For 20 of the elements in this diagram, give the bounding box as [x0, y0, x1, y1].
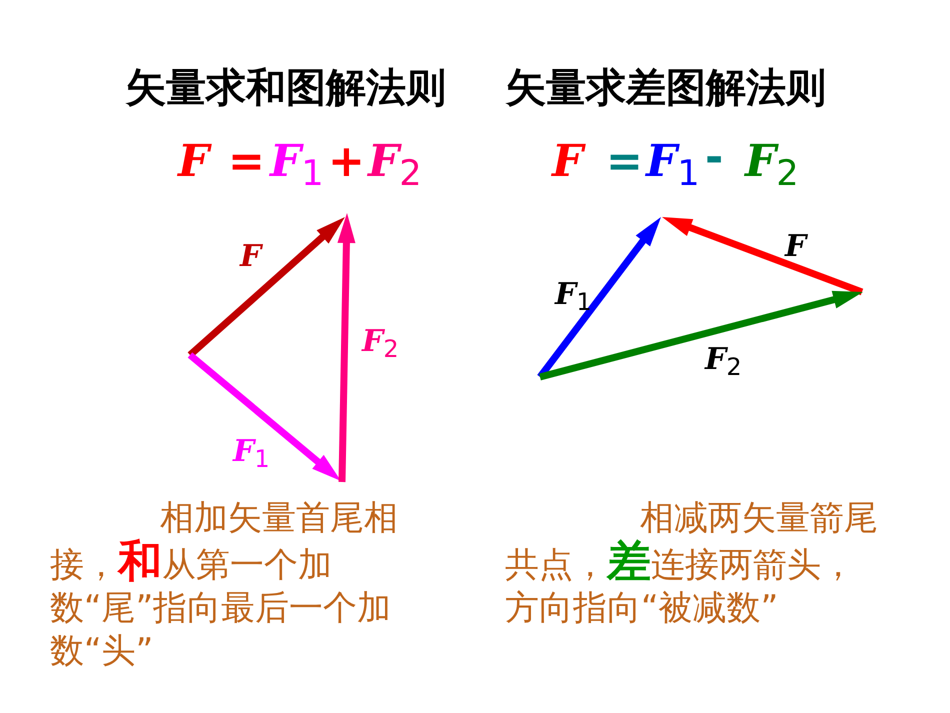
- vector-label: F: [785, 230, 806, 263]
- formula-symbol: F: [552, 138, 584, 186]
- section-heading: 矢量求差图解法则: [506, 66, 826, 110]
- vector-label: F$_{2}$: [362, 325, 399, 358]
- formula-operator: =: [606, 138, 643, 186]
- vector-label: F$_{1}$: [555, 278, 592, 311]
- formula-symbol: F$_{2}$: [745, 138, 799, 186]
- formula-operator: =: [228, 138, 265, 186]
- explanation-text: 相加矢量首尾相接，和从第一个加数“尾”指向最后一个加数“头”: [50, 497, 399, 673]
- vector-label: F: [240, 240, 262, 273]
- section-heading: 矢量求和图解法则: [126, 66, 446, 110]
- formula-symbol: F$_{1}$: [270, 138, 324, 186]
- formula-symbol: F$_{2}$: [368, 138, 422, 186]
- formula-operator: +: [328, 138, 365, 186]
- formula-operator: -: [705, 134, 724, 182]
- vector-label: F$_{2}$: [705, 343, 742, 376]
- formula-symbol: F$_{1}$: [646, 138, 700, 186]
- explanation-text: 相减两矢量箭尾共点，差连接两箭头，方向指向“被减数”: [505, 497, 879, 630]
- vector-label: F$_{1}$: [233, 435, 270, 468]
- formula-symbol: F: [178, 138, 210, 186]
